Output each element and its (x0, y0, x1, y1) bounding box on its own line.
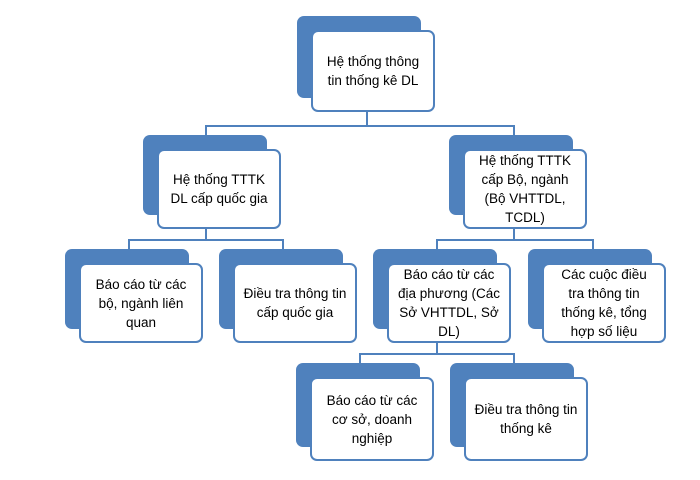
connector-national-horizontal (128, 239, 284, 241)
connector-to-reports-ministries (128, 239, 130, 255)
node-enterprise-reports-label: Báo cáo từ các cơ sở, doanh nghiệp (310, 377, 434, 461)
connector-ministry-down (513, 229, 515, 240)
connector-to-surveys-aggregation (592, 239, 594, 255)
node-local-reports-label: Báo cáo từ các địa phương (Các Sở VHTTDL… (387, 263, 511, 343)
connector-to-enterprise-reports (359, 353, 361, 369)
node-national-survey: Điều tra thông tin cấp quốc gia (219, 249, 359, 345)
connector-to-statistical-survey (513, 353, 515, 369)
connector-to-national-survey (282, 239, 284, 255)
connector-to-national (205, 125, 207, 141)
node-surveys-aggregation: Các cuộc điều tra thông tin thống kê, tổ… (528, 249, 668, 345)
node-statistical-survey-label: Điều tra thông tin thống kê (464, 377, 588, 461)
connector-national-down (205, 229, 207, 240)
connector-to-ministry (513, 125, 515, 141)
connector-to-local-reports (436, 239, 438, 255)
node-ministry-label: Hệ thống TTTK cấp Bộ, ngành (Bộ VHTTDL, … (463, 149, 587, 229)
node-national: Hệ thống TTTK DL cấp quốc gia (143, 135, 283, 231)
node-reports-ministries: Báo cáo từ các bộ, ngành liên quan (65, 249, 205, 345)
node-enterprise-reports: Báo cáo từ các cơ sở, doanh nghiệp (296, 363, 436, 463)
node-root: Hệ thống thông tin thống kê DL (297, 16, 437, 114)
node-root-label: Hệ thống thông tin thống kê DL (311, 30, 435, 112)
connector-local-down (436, 343, 438, 354)
connector-root-down (366, 112, 368, 126)
node-statistical-survey: Điều tra thông tin thống kê (450, 363, 590, 463)
connector-local-horizontal (359, 353, 515, 355)
connector-ministry-horizontal (436, 239, 594, 241)
connector-level1-horizontal (205, 125, 515, 127)
node-reports-ministries-label: Báo cáo từ các bộ, ngành liên quan (79, 263, 203, 343)
node-surveys-aggregation-label: Các cuộc điều tra thông tin thống kê, tổ… (542, 263, 666, 343)
node-national-survey-label: Điều tra thông tin cấp quốc gia (233, 263, 357, 343)
node-local-reports: Báo cáo từ các địa phương (Các Sở VHTTDL… (373, 249, 513, 345)
node-ministry: Hệ thống TTTK cấp Bộ, ngành (Bộ VHTTDL, … (449, 135, 589, 231)
node-national-label: Hệ thống TTTK DL cấp quốc gia (157, 149, 281, 229)
